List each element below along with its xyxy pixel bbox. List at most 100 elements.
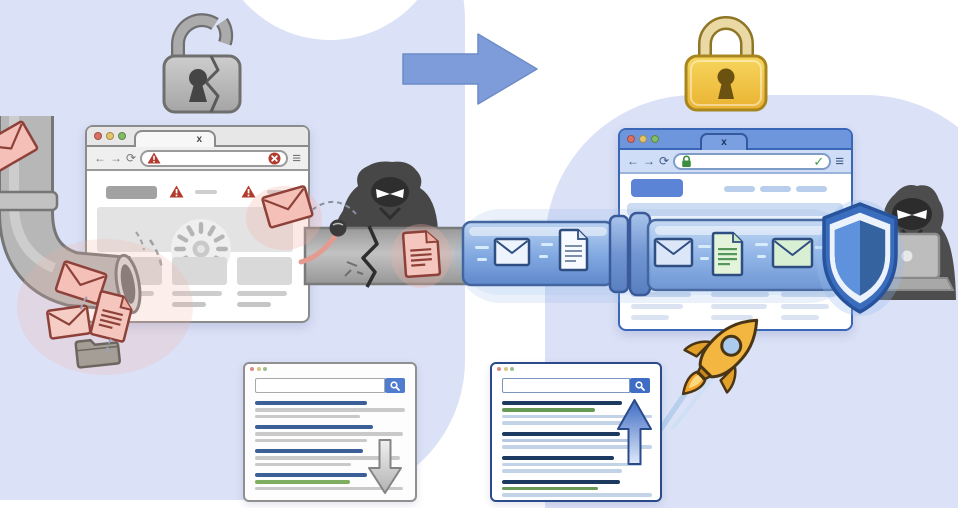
nav-link-placeholder [195,190,217,194]
browser-titlebar: x [620,130,851,150]
search-input [502,378,630,393]
protection-shield-icon [816,200,904,316]
search-button [630,378,650,393]
minimize-traffic-light-icon [106,132,114,140]
nav-link-placeholder [267,190,289,194]
leaked-data-items [17,239,193,375]
menu-icon: ≡ [835,152,844,170]
site-logo-placeholder [106,186,157,199]
text-line-placeholder [711,315,753,320]
minimize-traffic-light-icon [256,367,261,371]
protected-envelope-icon [493,237,531,267]
minimize-traffic-light-icon [639,135,647,143]
text-line-placeholder [237,302,271,307]
search-result [502,431,652,449]
text-line-placeholder [631,304,683,309]
serp-panel-after [490,362,662,502]
browser-toolbar: ← → ⟳ ≡ [87,147,308,171]
text-line-placeholder [237,291,287,296]
text-line-placeholder [781,292,836,297]
minimize-traffic-light-icon [503,367,508,371]
search-result [502,479,652,497]
close-traffic-light-icon [627,135,635,143]
search-results [492,399,660,497]
search-result [255,425,405,442]
close-traffic-light-icon [250,367,254,371]
text-line-placeholder [781,315,819,320]
maximize-traffic-light-icon [263,367,267,371]
pipe-coupling [608,214,630,294]
text-line-placeholder [172,302,206,307]
text-line-placeholder [631,292,691,297]
protected-document-icon [558,228,589,272]
nav-link-placeholder [760,186,791,192]
encrypted-pipe [455,209,855,303]
leaked-envelope-icon [54,260,108,305]
warning-triangle-icon [169,185,184,198]
leaked-envelope-icon [261,185,314,229]
search-result [255,449,405,466]
back-icon: ← [627,154,639,168]
serp-panel-before [243,362,417,502]
browser-tab: x [134,130,216,147]
pipe-crack [361,225,379,288]
text-line-placeholder [711,304,767,309]
primary-button-placeholder [631,179,683,197]
close-traffic-light-icon [94,132,102,140]
serp-titlebar [492,364,660,374]
warning-triangle-icon [241,185,256,198]
hero-placeholder [627,203,843,216]
close-traffic-light-icon [497,367,501,371]
reload-icon: ⟳ [126,151,137,165]
transition-right-arrow-icon [402,33,538,105]
address-bar [140,149,289,167]
card-placeholder [237,257,292,285]
secure-padlock-icon [682,155,691,167]
protected-green-envelope-icon [771,237,814,269]
maximize-traffic-light-icon [651,135,659,143]
protected-envelope-icon [653,237,694,268]
broken-padlock-icon [162,13,242,114]
address-bar: ✓ [673,152,832,170]
search-input [255,378,385,393]
checkmark-icon: ✓ [813,153,825,169]
browser-titlebar: x [87,127,308,147]
browser-tab: x [700,133,748,150]
forward-icon: → [110,151,122,165]
search-result [502,455,650,473]
browser-toolbar: ← → ⟳ ✓ ≡ [620,150,851,174]
search-bar [502,378,650,393]
search-result [502,401,652,425]
forward-icon: → [643,154,655,168]
search-results [245,399,415,490]
leaked-envelope-icon [46,304,92,340]
magnifier-icon [635,380,645,391]
search-result [255,473,405,490]
tab-close-icon: x [721,137,727,148]
leaked-envelope-icon [0,120,39,173]
rocket-icon [657,318,759,433]
locked-gold-padlock-icon [684,16,768,112]
card-placeholder [172,257,227,285]
nav-link-placeholder [796,186,827,192]
serp-titlebar [245,364,415,374]
search-button [385,378,405,393]
maximize-traffic-light-icon [510,367,514,371]
ranking-up-arrow-icon [617,399,652,465]
text-line-placeholder [711,292,769,297]
stolen-document-icon [401,230,442,278]
leaked-document-icon [89,290,133,343]
flying-envelope [246,185,357,250]
maximize-traffic-light-icon [118,132,126,140]
leaked-folder-icon [74,338,121,369]
reload-icon: ⟳ [659,154,670,168]
error-cross-icon [268,152,281,164]
rocket-window [720,334,743,357]
ranking-down-arrow-icon [368,439,402,494]
search-bar [255,378,405,393]
nav-link-placeholder [724,186,755,192]
text-line-placeholder [631,315,669,320]
text-line-placeholder [172,291,222,296]
back-icon: ← [94,151,106,165]
